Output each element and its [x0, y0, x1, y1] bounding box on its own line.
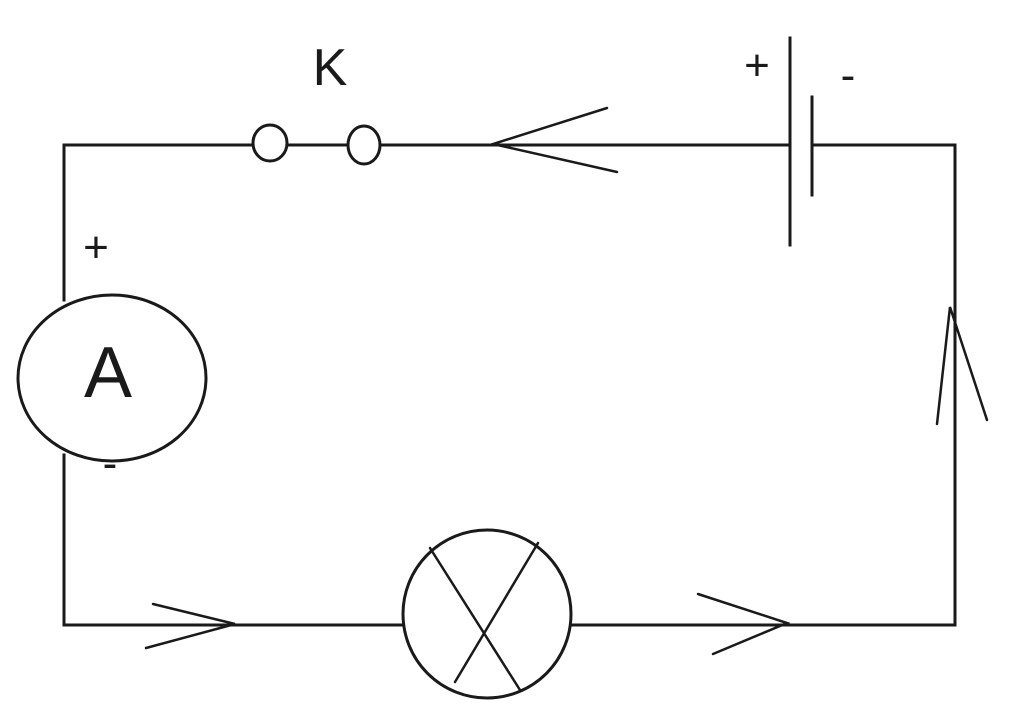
lamp	[401, 528, 573, 700]
ammeter-label: A	[84, 333, 132, 413]
switch-terminal-left	[251, 123, 289, 163]
current-arrows	[144, 106, 989, 656]
switch-k: K	[251, 39, 382, 166]
ammeter: A + -	[16, 223, 208, 488]
arrow-right-up-icon	[935, 306, 989, 426]
arrow-top-left-icon	[488, 106, 619, 174]
ammeter-positive-sign: +	[83, 223, 109, 272]
lamp-circle	[401, 528, 573, 700]
switch-terminal-right	[346, 124, 382, 166]
arrow-bottom-left-right-icon	[144, 602, 236, 650]
ammeter-negative-sign: -	[103, 439, 118, 488]
battery-negative-sign: -	[841, 51, 856, 100]
arrow-bottom-right-right-icon	[696, 592, 791, 656]
lamp-cross-line-2	[453, 541, 540, 684]
lamp-cross-line-1	[428, 546, 522, 692]
switch-label: K	[313, 39, 348, 97]
battery: + -	[744, 36, 856, 247]
battery-positive-sign: +	[744, 41, 770, 90]
ammeter-circle	[16, 293, 208, 463]
